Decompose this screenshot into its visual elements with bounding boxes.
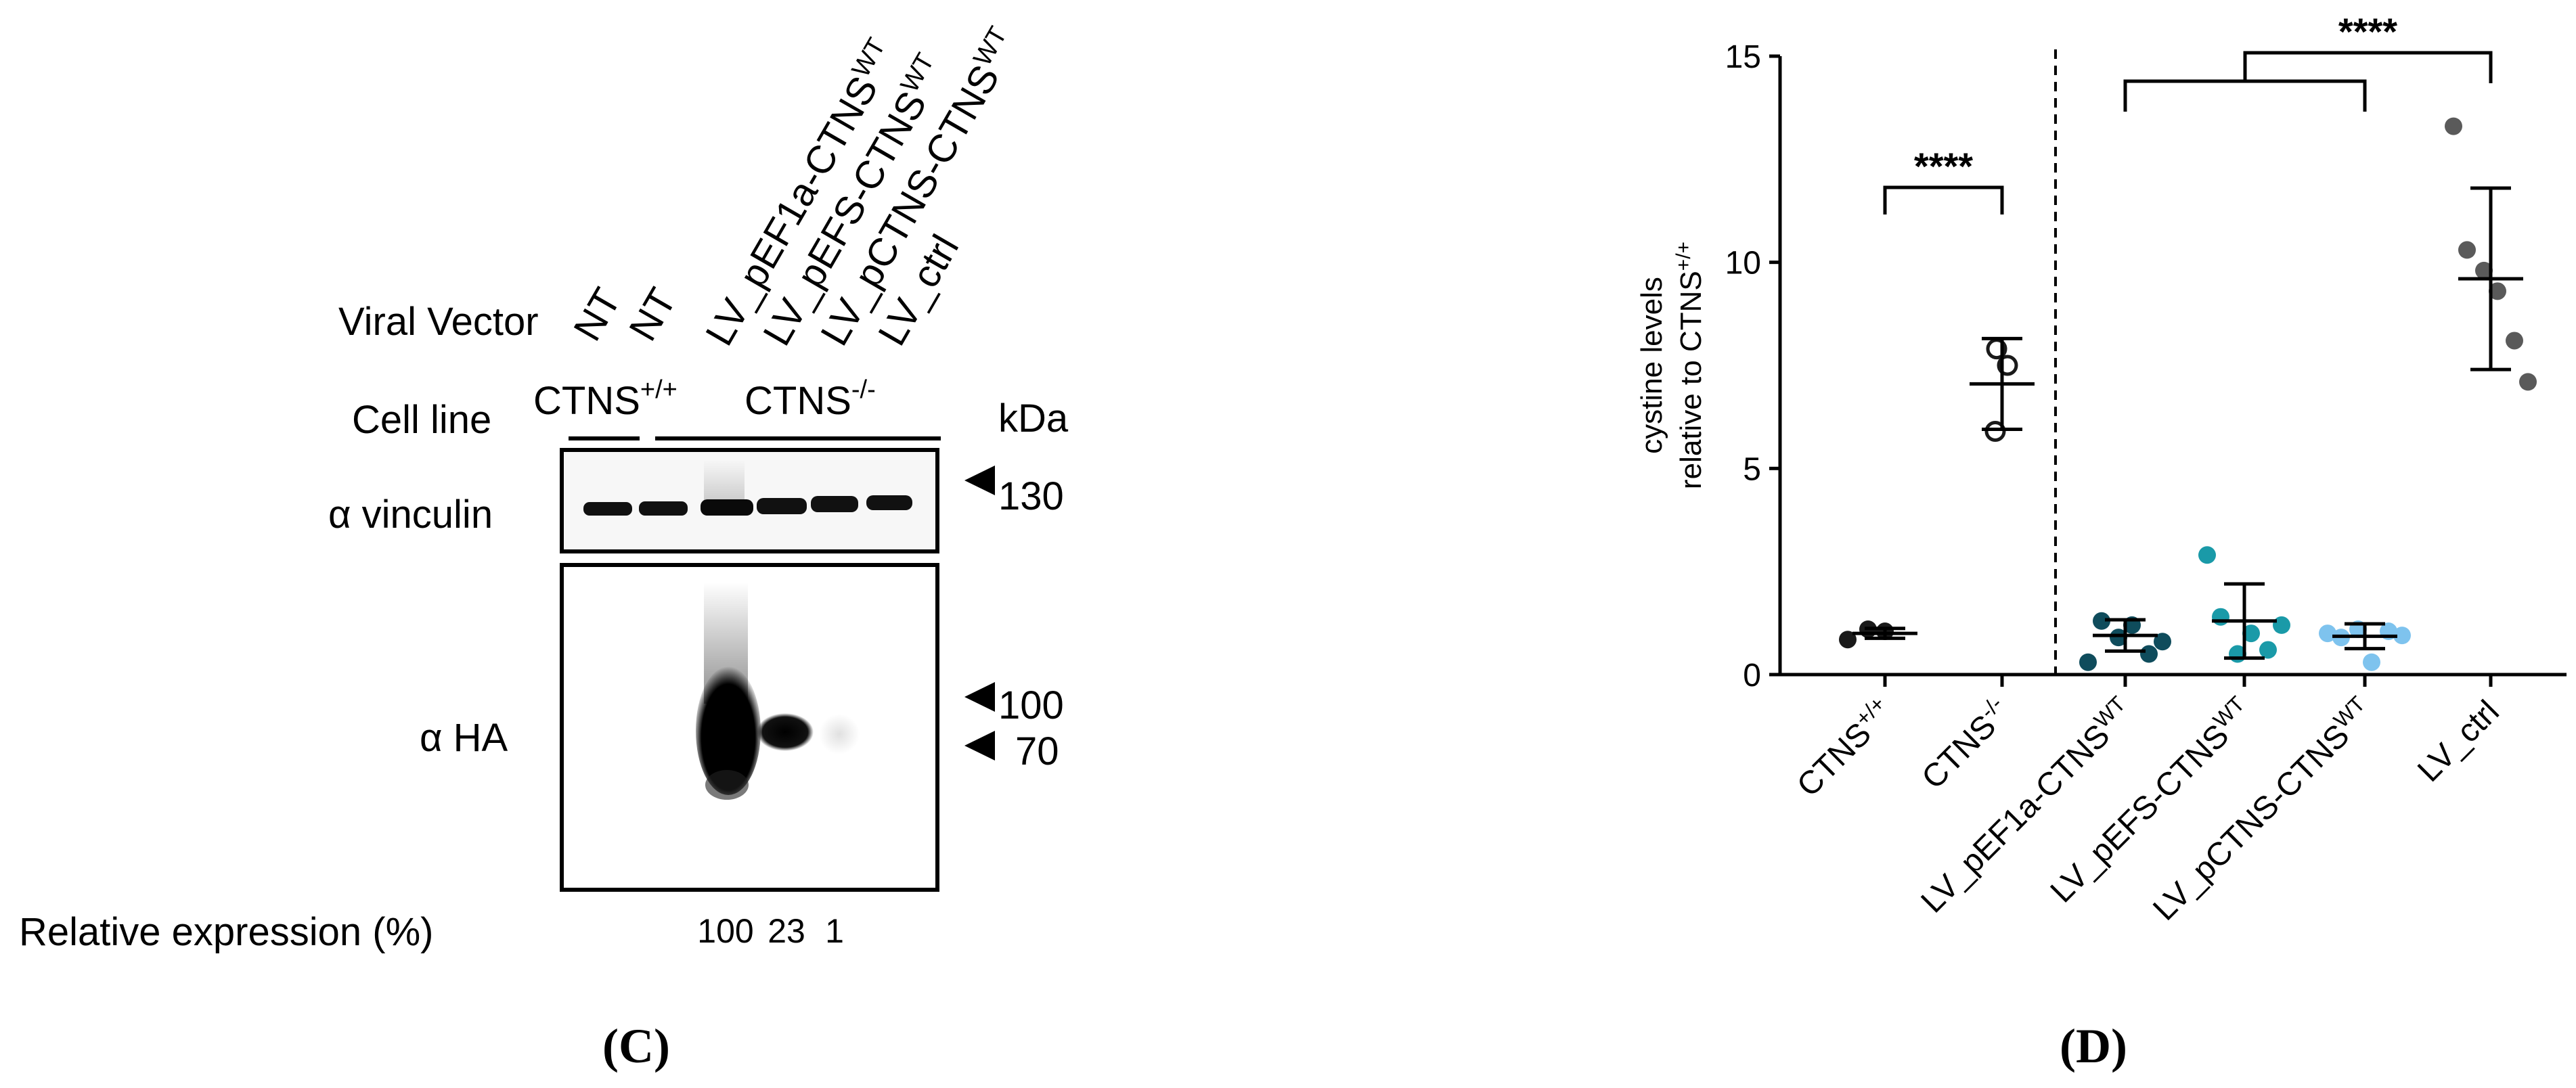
data-point <box>2445 117 2462 135</box>
data-point <box>2093 612 2110 630</box>
panel-label-c: (C) <box>602 1019 670 1073</box>
data-point <box>2140 645 2158 663</box>
y-tick-label: 5 <box>1743 451 1761 487</box>
lane-label: NT <box>565 281 629 348</box>
data-point <box>1984 420 2006 442</box>
data-point <box>2154 633 2171 651</box>
kda-label: kDa <box>998 396 1069 440</box>
marker-arrow <box>964 466 995 495</box>
data-point <box>2259 641 2277 659</box>
vinculin-label: α vinculin <box>328 493 493 537</box>
ha-label: α HA <box>420 716 508 760</box>
rel-expr-value: 1 <box>825 912 844 950</box>
y-axis-label: cystine levels <box>1635 277 1668 454</box>
data-point <box>2198 546 2216 564</box>
vinculin-band <box>866 495 912 510</box>
data-point <box>2506 332 2523 350</box>
data-point <box>2519 373 2537 391</box>
significance-bracket <box>2123 79 2367 112</box>
significance-bracket <box>1883 185 2004 214</box>
significance-bracket <box>2243 51 2493 83</box>
relative-expression-label: Relative expression (%) <box>19 910 433 954</box>
panel-c: NT NT LV_pEF1a-CTNSWT LV_pEFS-CTNSWT LV_… <box>19 22 1069 1073</box>
ha-band-lane3 <box>696 666 761 795</box>
x-category-label: LV_pEFS-CTNSWT <box>2041 692 2260 910</box>
x-category-label: LV_pCTNS-CTNSWT <box>2144 692 2380 928</box>
vinculin-band <box>811 496 858 512</box>
x-category-label: LV_pEF1a-CTNSWT <box>1912 692 2141 920</box>
y-tick-label: 10 <box>1725 246 1761 281</box>
data-point <box>2079 653 2097 671</box>
vinculin-band <box>701 499 753 516</box>
x-category-label: CTNS-/- <box>1913 692 2018 796</box>
vinculin-band <box>583 502 632 516</box>
lane-labels: NT NT LV_pEF1a-CTNSWT LV_pEFS-CTNSWT LV_… <box>565 22 1013 353</box>
x-category-label: CTNS+/+ <box>1788 692 1901 804</box>
vinculin-band <box>639 501 688 516</box>
data-point <box>2363 653 2380 671</box>
vinculin-band <box>757 498 807 514</box>
y-tick-label: 0 <box>1743 658 1761 694</box>
data-point <box>2489 282 2506 300</box>
ha-band-lane5 <box>819 714 860 754</box>
lane-label: NT <box>621 281 685 348</box>
cell-line-ko: CTNS-/- <box>745 376 876 423</box>
data-point <box>2393 627 2411 645</box>
marker-arrow <box>964 731 995 761</box>
marker-130: 130 <box>998 474 1064 518</box>
rel-expr-value: 100 <box>697 912 753 950</box>
marker-100: 100 <box>998 683 1064 727</box>
cell-line-label: Cell line <box>352 398 491 442</box>
marker-arrow <box>964 682 995 712</box>
data-point <box>2212 608 2229 626</box>
ha-blot <box>560 563 939 892</box>
viral-vector-label: Viral Vector <box>338 300 539 344</box>
significance-label: **** <box>2338 10 2397 53</box>
data-point <box>2319 625 2336 643</box>
vinculin-blot <box>560 448 939 553</box>
x-category-label: LV_ctrl <box>2411 694 2506 789</box>
data-point <box>2475 261 2493 279</box>
data-point <box>2110 629 2127 647</box>
y-axis-label: relative to CTNS+/+ <box>1672 242 1708 489</box>
y-tick-label: 15 <box>1725 39 1761 75</box>
significance-label: **** <box>1914 145 1973 187</box>
cell-line-wt: CTNS+/+ <box>533 376 678 423</box>
rel-expr-value: 23 <box>768 912 805 950</box>
ha-band-lane4 <box>757 713 814 751</box>
marker-70: 70 <box>1015 729 1059 773</box>
data-point <box>1839 631 1857 649</box>
panel-label-d: (D) <box>2060 1019 2127 1073</box>
data-point <box>2242 625 2260 643</box>
data-point <box>2458 241 2476 259</box>
data-point <box>2273 616 2290 634</box>
